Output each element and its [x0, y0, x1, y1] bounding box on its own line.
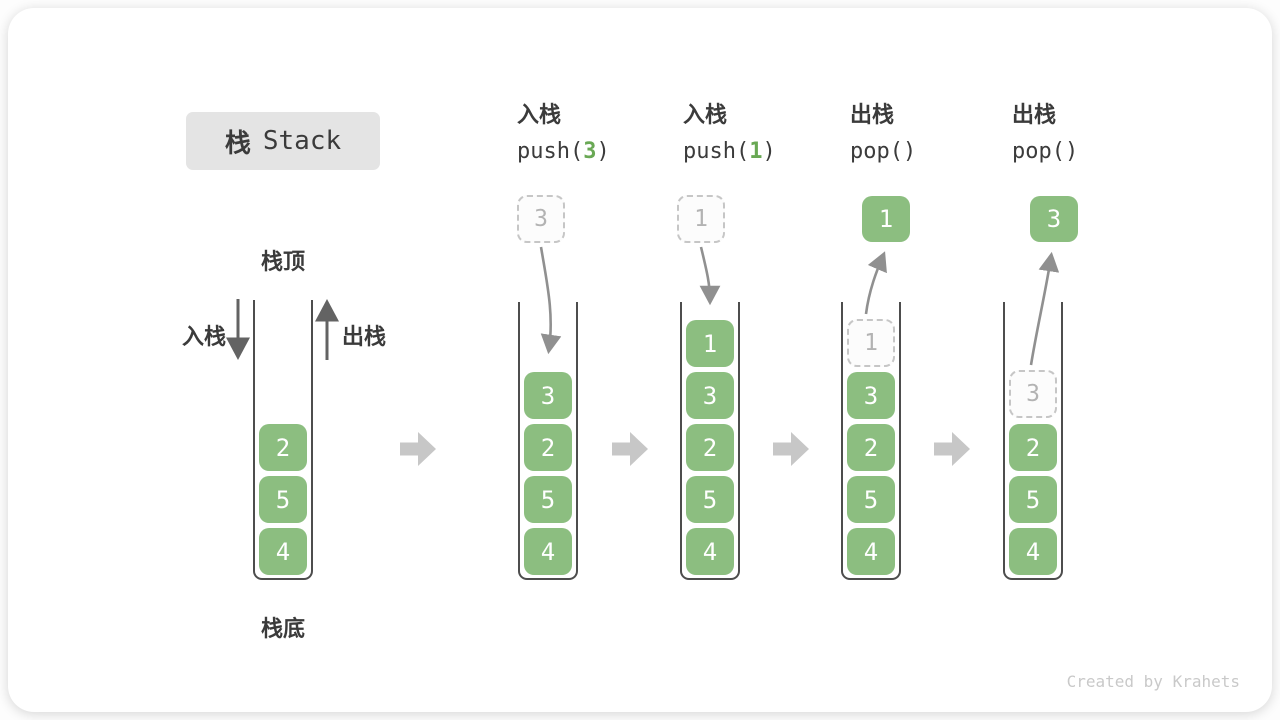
incoming-item-1: 1 — [677, 195, 725, 243]
popped-item-3: 3 — [1030, 196, 1078, 242]
title-cn: 栈 — [224, 128, 251, 159]
op-code: pop() — [850, 141, 916, 163]
op-label: 入栈 — [683, 103, 728, 128]
stack-item: 5 — [847, 476, 895, 523]
code-pre: push( — [517, 139, 584, 164]
code-arg: 1 — [749, 139, 763, 164]
op-label: 入栈 — [517, 103, 562, 128]
incoming-item-3: 3 — [517, 195, 565, 243]
stack-item: 2 — [847, 424, 895, 471]
title-en: Stack — [262, 126, 342, 156]
stack-item: 3 — [847, 372, 895, 419]
stack-item: 5 — [686, 476, 734, 523]
stack-item: 3 — [686, 372, 734, 419]
stack-item: 5 — [524, 476, 572, 523]
stack-item: 3 — [524, 372, 572, 419]
code-post: ) — [762, 139, 776, 164]
stack-item: 4 — [1009, 528, 1057, 575]
code-pre: pop( — [1012, 139, 1065, 164]
label-push: 入栈 — [181, 325, 226, 350]
code-post: ) — [596, 139, 610, 164]
op-header-push-1: 入栈 push(1) — [683, 105, 776, 163]
op-code: push(3) — [517, 141, 610, 163]
code-pre: pop( — [850, 139, 903, 164]
figure-title: 栈 Stack — [186, 112, 380, 170]
op-code: push(1) — [683, 141, 776, 163]
stack-item: 2 — [1009, 424, 1057, 471]
stack-item: 4 — [259, 528, 307, 575]
stack-item: 2 — [524, 424, 572, 471]
stack-item: 4 — [524, 528, 572, 575]
op-header-push-3: 入栈 push(3) — [517, 105, 610, 163]
op-label: 出栈 — [1012, 103, 1057, 128]
label-stack-bottom: 栈底 — [260, 617, 305, 642]
stack-item: 2 — [686, 424, 734, 471]
label-stack-top: 栈顶 — [260, 250, 305, 275]
code-post: ) — [902, 139, 917, 164]
code-pre: push( — [683, 139, 750, 164]
stack-item: 2 — [259, 424, 307, 471]
op-label: 出栈 — [850, 103, 895, 128]
ghost-slot-3: 3 — [1009, 370, 1057, 418]
stack-item: 5 — [259, 476, 307, 523]
op-code: pop() — [1012, 141, 1078, 163]
ghost-slot-1: 1 — [847, 319, 895, 367]
stack-item: 4 — [847, 528, 895, 575]
stack-item: 5 — [1009, 476, 1057, 523]
credit-text: Created by Krahets — [1066, 672, 1240, 691]
popped-item-1: 1 — [862, 196, 910, 242]
label-pop: 出栈 — [342, 325, 387, 350]
stack-item: 4 — [686, 528, 734, 575]
stack-item: 1 — [686, 320, 734, 367]
code-post: ) — [1064, 139, 1079, 164]
op-header-pop-3: 出栈 pop() — [1012, 105, 1078, 163]
code-arg: 3 — [583, 139, 597, 164]
op-header-pop-1: 出栈 pop() — [850, 105, 916, 163]
